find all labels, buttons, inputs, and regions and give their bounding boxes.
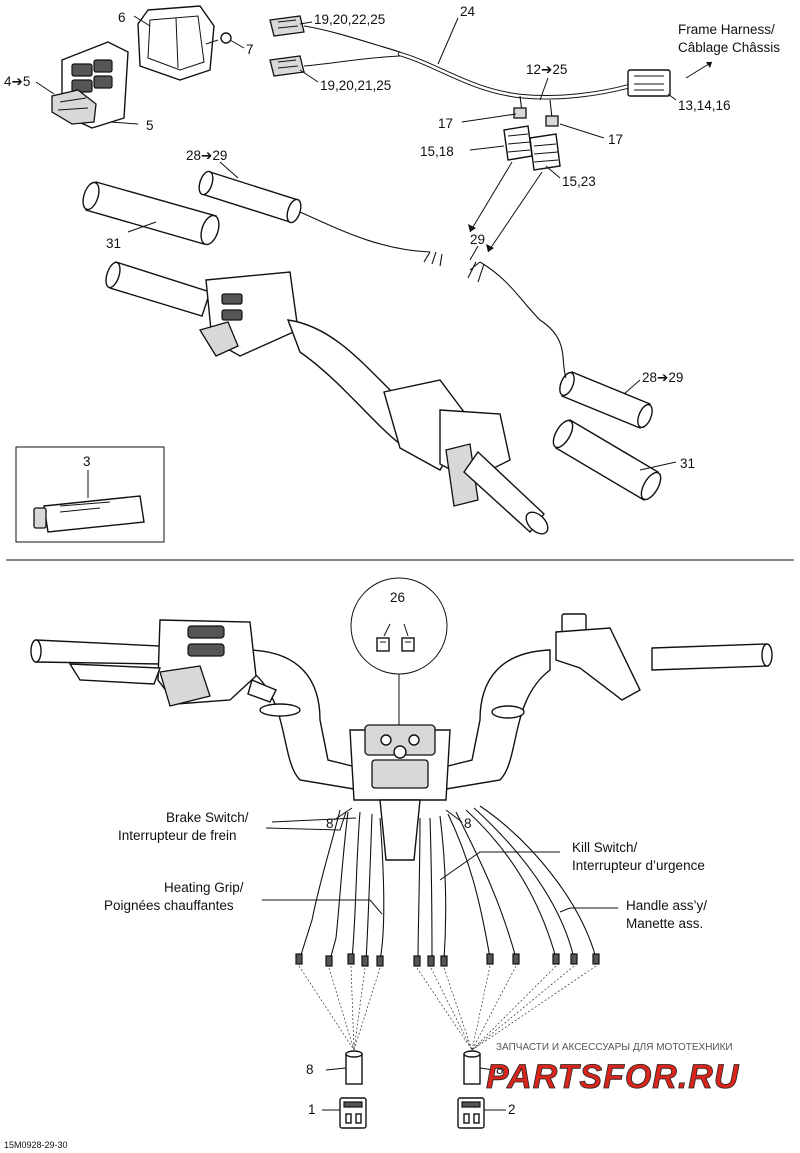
callout-24: 24 [460,4,476,19]
brake-switch-label-2: Interrupteur de frein [118,828,237,843]
callout-19-20-22-25: 19,20,22,25 [314,12,385,27]
callout-29: 29 [470,232,485,247]
callout-4-5: 4➔5 [4,74,30,89]
callout-6: 6 [118,10,126,25]
callout-8-left-bottom: 8 [306,1062,314,1077]
callout-1: 1 [308,1102,316,1117]
connector-1 [339,1097,367,1129]
frame-harness-label-2: Câblage Châssis [678,40,780,55]
adhesive-tube-inset [15,446,165,543]
callout-31-top: 31 [106,236,121,251]
sleeve-left [345,1050,363,1085]
kill-switch-label-2: Interrupteur d’urgence [572,858,705,873]
callout-8-right-bottom: 8 [496,1062,504,1077]
switch-housing [51,41,129,129]
callout-8-left-top: 8 [326,816,334,831]
callout-31-right: 31 [680,456,695,471]
callout-8-right-top: 8 [464,816,472,831]
heated-grip-right [467,261,653,429]
callout-17-left: 17 [438,116,453,131]
screw [205,32,232,45]
watermark-tagline: ЗАПЧАСТИ И АКСЕССУАРЫ ДЛЯ МОТОТЕХНИКИ [496,1042,733,1053]
callout-26: 26 [390,590,405,605]
callout-28-29-top: 28➔29 [186,148,227,163]
callout-labels: 6 7 4➔5 5 19,20,22,25 19,20,21,25 24 12➔… [4,4,780,1150]
watermark-logo: PARTSFOR.RU [486,1058,740,1096]
handle-assy-label-2: Manette ass. [626,916,703,931]
leader-lines [35,15,677,1111]
callout-17-right: 17 [608,132,623,147]
callout-7: 7 [246,42,254,57]
callout-2: 2 [508,1102,516,1117]
connection-guides [298,965,597,1051]
callout-12-25: 12➔25 [526,62,567,77]
detail-circle-26 [350,577,448,730]
harness-connectors [269,15,401,77]
callout-19-20-21-25: 19,20,21,25 [320,78,391,93]
callout-5: 5 [146,118,154,133]
grip-connectors [468,125,561,253]
handlebar-front [30,639,773,861]
handle-assy-label-1: Handle ass’y/ [626,898,707,913]
callout-3: 3 [83,454,91,469]
diagram-id: 15M0928-29-30 [4,1140,68,1150]
right-throttle-housing-front [491,613,641,719]
main-harness [397,51,671,127]
callout-13-14-16: 13,14,16 [678,98,731,113]
callout-15-23: 15,23 [562,174,596,189]
grip-31-right [552,419,662,501]
callout-28-29-right: 28➔29 [642,370,683,385]
connector-2 [457,1097,485,1129]
brake-switch-label-1: Brake Switch/ [166,810,249,825]
kill-switch-label-1: Kill Switch/ [572,840,638,855]
watermark: ЗАПЧАСТИ И АКСЕССУАРЫ ДЛЯ МОТОТЕХНИКИ PA… [486,1042,740,1096]
sleeve-right [463,1050,481,1085]
wire-bundles [295,805,600,967]
handlebar-assembly-top [105,261,549,535]
heated-grip-top [198,170,443,267]
grip-31-top [82,181,220,246]
frame-harness-label-1: Frame Harness/ [678,22,775,37]
left-switch-housing-front [68,619,301,717]
heating-grip-label-1: Heating Grip/ [164,880,244,895]
heating-grip-label-2: Poignées chauffantes [104,898,234,913]
frame-harness-arrow [685,61,713,79]
callout-15-18: 15,18 [420,144,454,159]
housing-cover [137,5,215,81]
